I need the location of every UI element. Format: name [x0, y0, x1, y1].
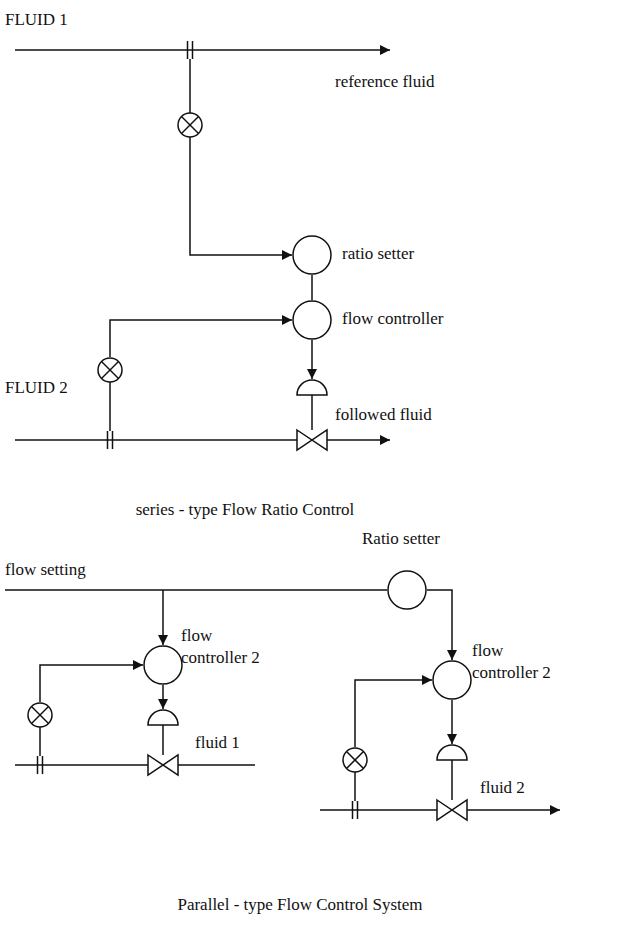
- impulse-line: [39, 727, 41, 756]
- instrument-label: flow controller 2: [472, 640, 570, 684]
- control-valve: [297, 380, 327, 450]
- flow-transmitter: [98, 358, 122, 382]
- signal-wire: [40, 665, 143, 702]
- orifice-plate: [188, 41, 193, 59]
- fluid-label: reference fluid: [335, 72, 435, 92]
- fluid-label: fluid 1: [195, 733, 240, 753]
- control-valve: [148, 710, 178, 775]
- controller-circle: flow controller: [292, 300, 332, 340]
- flow-transmitter: [28, 703, 52, 727]
- signal-wire: [190, 137, 292, 255]
- diagram-caption: Parallel - type Flow Control System: [177, 895, 422, 915]
- controller-circle: Ratio setter: [387, 570, 427, 610]
- circle-outline: [292, 235, 332, 275]
- control-valve: [437, 745, 467, 820]
- instrument-label: flow controller: [342, 308, 444, 330]
- impulse-line: [189, 59, 191, 113]
- circle-outline: [143, 645, 183, 685]
- controller-circle: ratio setter: [292, 235, 332, 275]
- signal-wire: [110, 320, 292, 357]
- instrument-label: ratio setter: [342, 243, 414, 265]
- circle-outline: [387, 570, 427, 610]
- controller-circle: flow controller 2: [143, 645, 183, 685]
- signal-connector: [427, 590, 452, 660]
- flow-transmitter: [343, 748, 367, 772]
- controller-circle: flow controller 2: [432, 660, 472, 700]
- fluid-label: FLUID 2: [5, 378, 68, 398]
- instrument-label: flow controller 2: [181, 625, 279, 669]
- orifice-plate: [353, 801, 358, 819]
- signal-wire: [451, 700, 453, 744]
- fluid-label: followed fluid: [335, 405, 432, 425]
- flow-transmitter: [178, 113, 202, 137]
- diagram-caption: series - type Flow Ratio Control: [136, 500, 355, 520]
- flow-setting-line: [5, 589, 387, 591]
- circle-outline: [432, 660, 472, 700]
- signal-connector: [311, 275, 313, 300]
- impulse-line: [354, 772, 356, 801]
- circle-outline: [292, 300, 332, 340]
- signal-wire: [355, 680, 432, 747]
- orifice-plate: [108, 431, 113, 449]
- signal-wire: [162, 685, 164, 709]
- signal-wire: [311, 340, 313, 379]
- impulse-line: [109, 382, 111, 431]
- fluid-label: FLUID 1: [5, 10, 68, 30]
- fluid-1-pipe: [15, 764, 255, 766]
- orifice-plate: [38, 756, 43, 774]
- fluid-label: flow setting: [5, 560, 86, 580]
- fluid-label: fluid 2: [480, 778, 525, 798]
- signal-wire: [162, 590, 164, 645]
- fluid-1-pipe: [15, 49, 390, 51]
- instrument-label: Ratio setter: [362, 528, 440, 550]
- fluid-2-pipe: [15, 439, 390, 441]
